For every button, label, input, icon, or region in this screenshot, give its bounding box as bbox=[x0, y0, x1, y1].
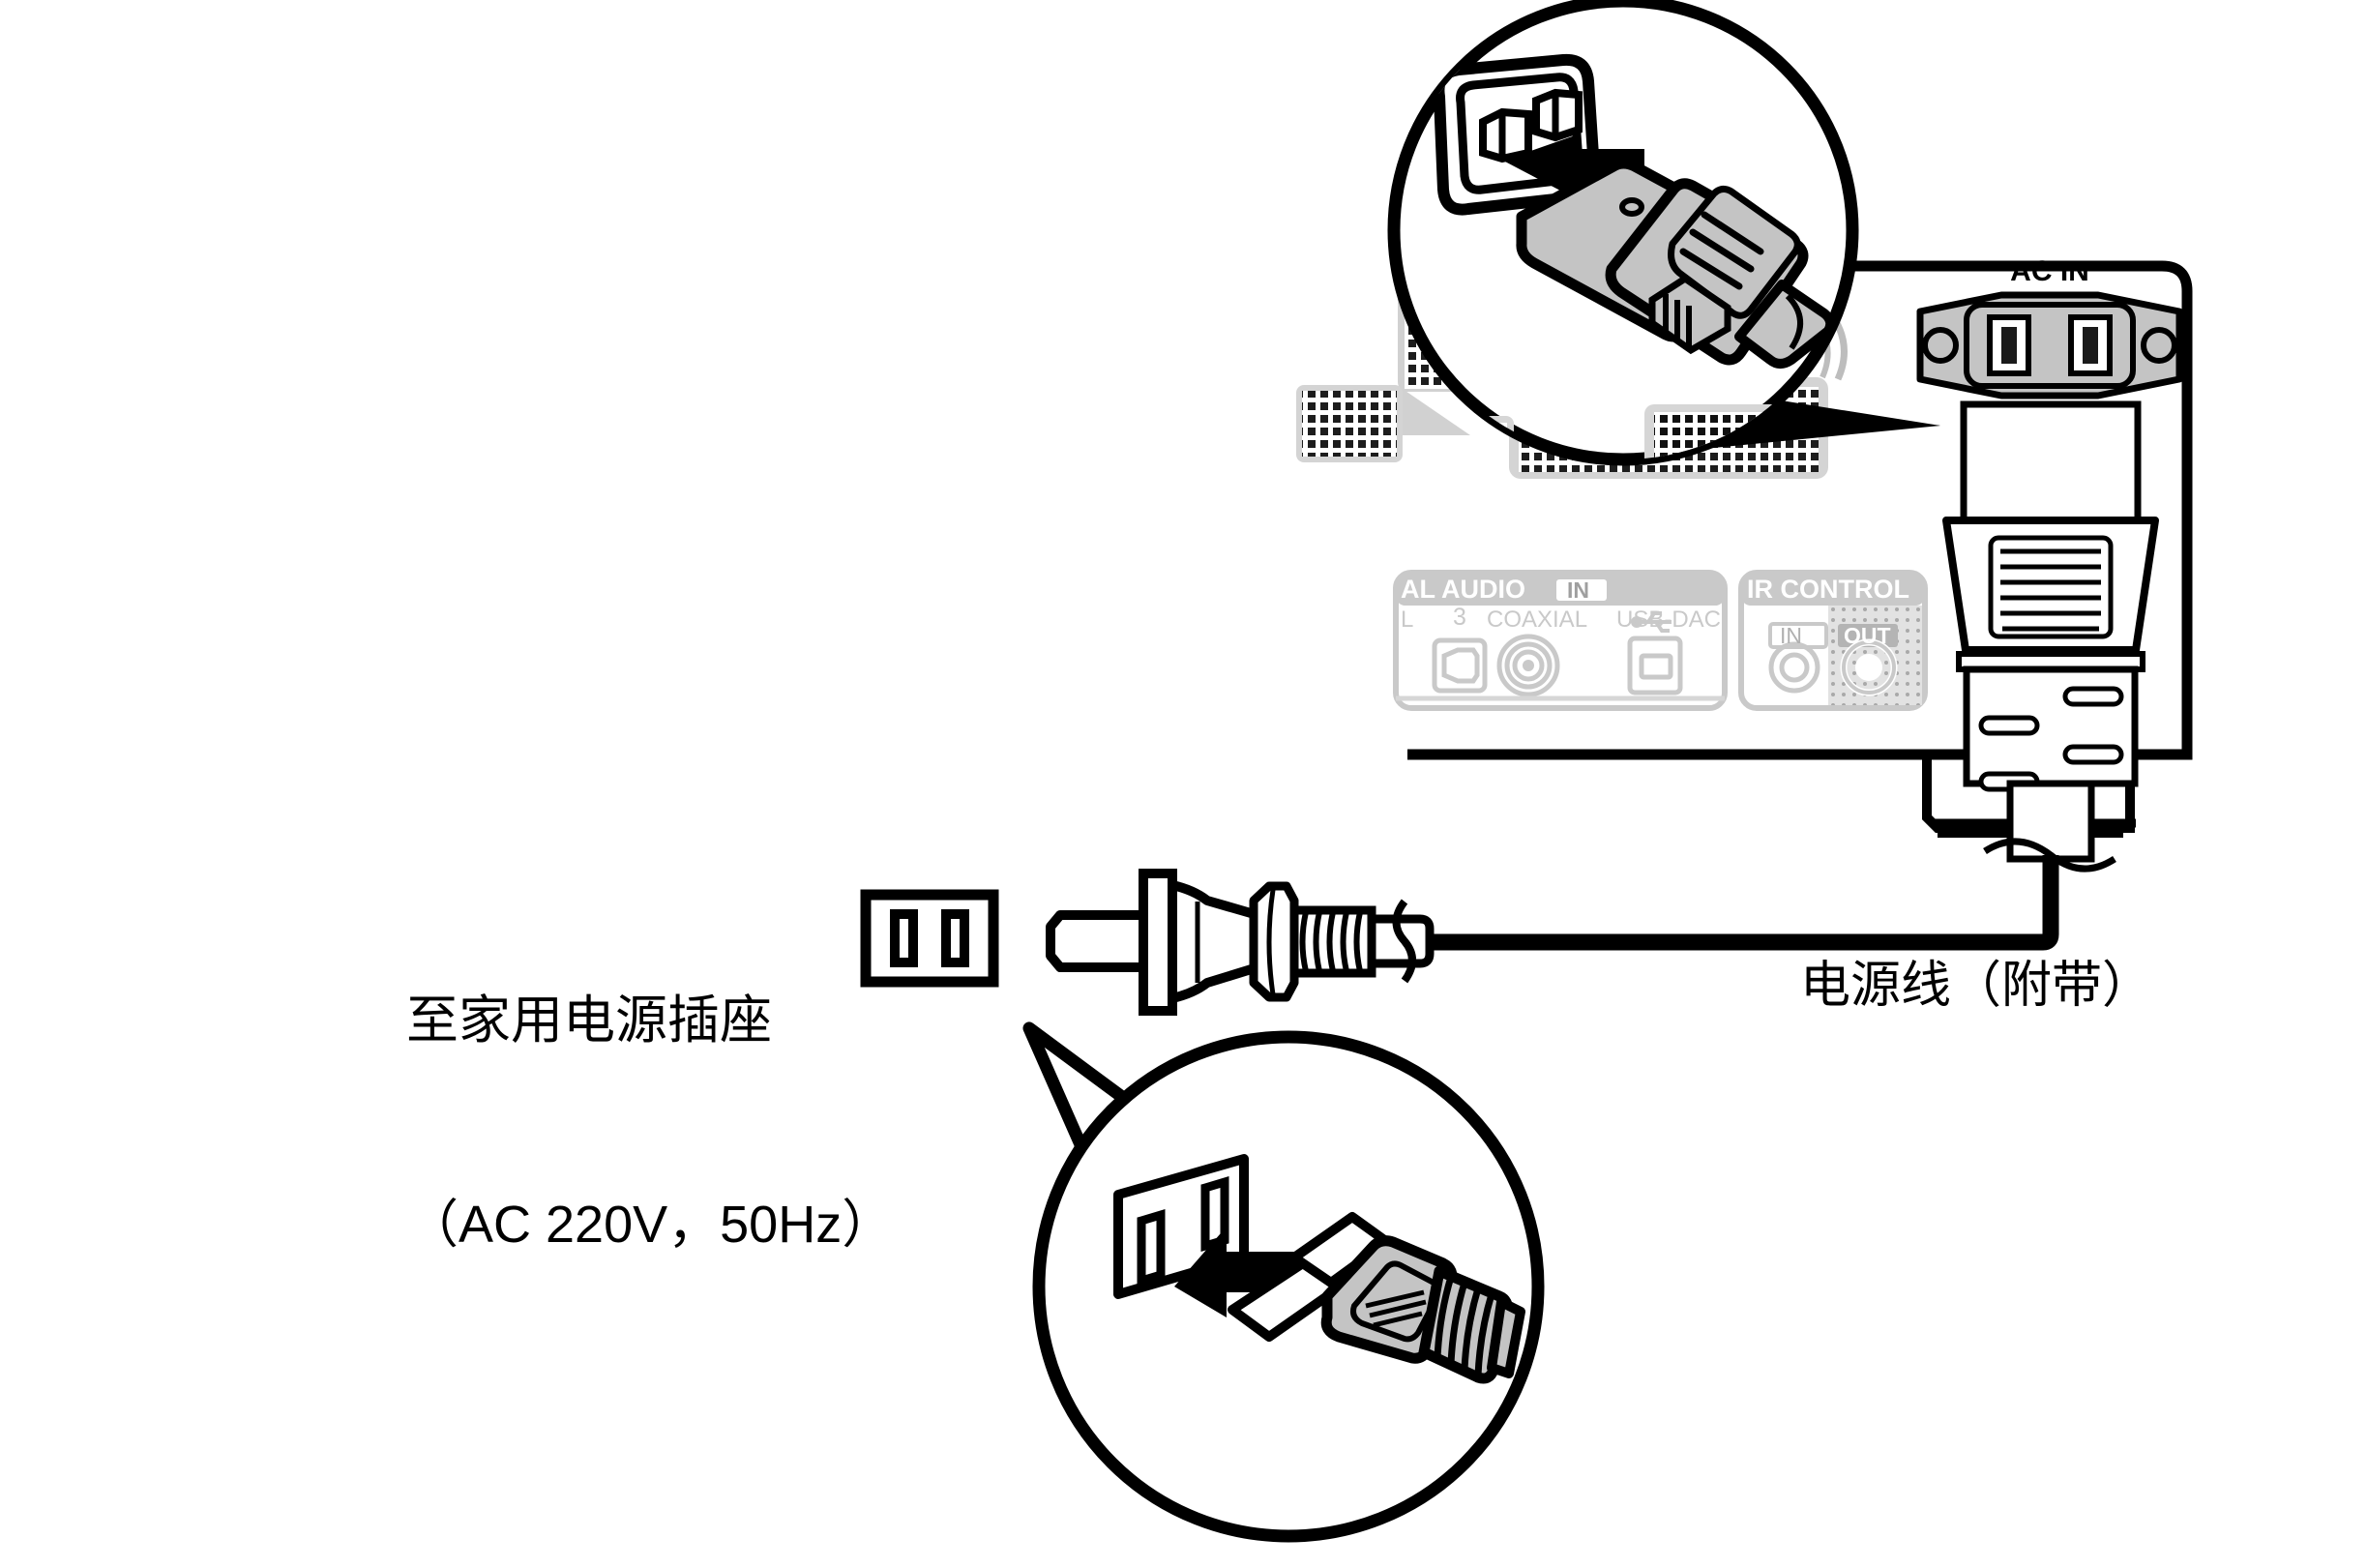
ac-plug-side-view bbox=[1046, 869, 1435, 1016]
svg-text:L: L bbox=[1401, 606, 1413, 633]
wall-outlet-icon bbox=[860, 889, 999, 988]
rear-panel-jacks bbox=[1393, 570, 1928, 711]
svg-text:USB-DAC: USB-DAC bbox=[1616, 606, 1721, 633]
outlet-label: 至家用电源插座 （AC 220V，50Hz） bbox=[406, 851, 894, 1395]
svg-text:IN: IN bbox=[1567, 577, 1589, 603]
rear-panel-text: AL AUDIO IN IR CONTROL L 3 COAXIAL USB-D… bbox=[1401, 575, 1909, 648]
svg-text:COAXIAL: COAXIAL bbox=[1487, 606, 1587, 633]
ac-in-inlet bbox=[1916, 291, 2183, 399]
svg-text:OUT: OUT bbox=[1844, 623, 1891, 648]
outlet-label-line1: 至家用电源插座 bbox=[406, 991, 772, 1050]
power-cord-label: 电源线（附带） bbox=[1800, 958, 2153, 1014]
power-cord-route bbox=[1401, 855, 2059, 951]
callout-ac-inlet bbox=[1387, 0, 1940, 466]
svg-text:3: 3 bbox=[1453, 604, 1466, 631]
callout-wall-outlet bbox=[1022, 1021, 1545, 1543]
iec-connector-inserted bbox=[1942, 400, 2159, 873]
svg-text:IR CONTROL: IR CONTROL bbox=[1747, 575, 1909, 604]
svg-text:AL AUDIO: AL AUDIO bbox=[1401, 575, 1525, 604]
ac-in-label: AC IN bbox=[2010, 255, 2089, 287]
svg-text:IN: IN bbox=[1780, 623, 1802, 648]
outlet-label-line2: （AC 220V，50Hz） bbox=[406, 1195, 895, 1254]
